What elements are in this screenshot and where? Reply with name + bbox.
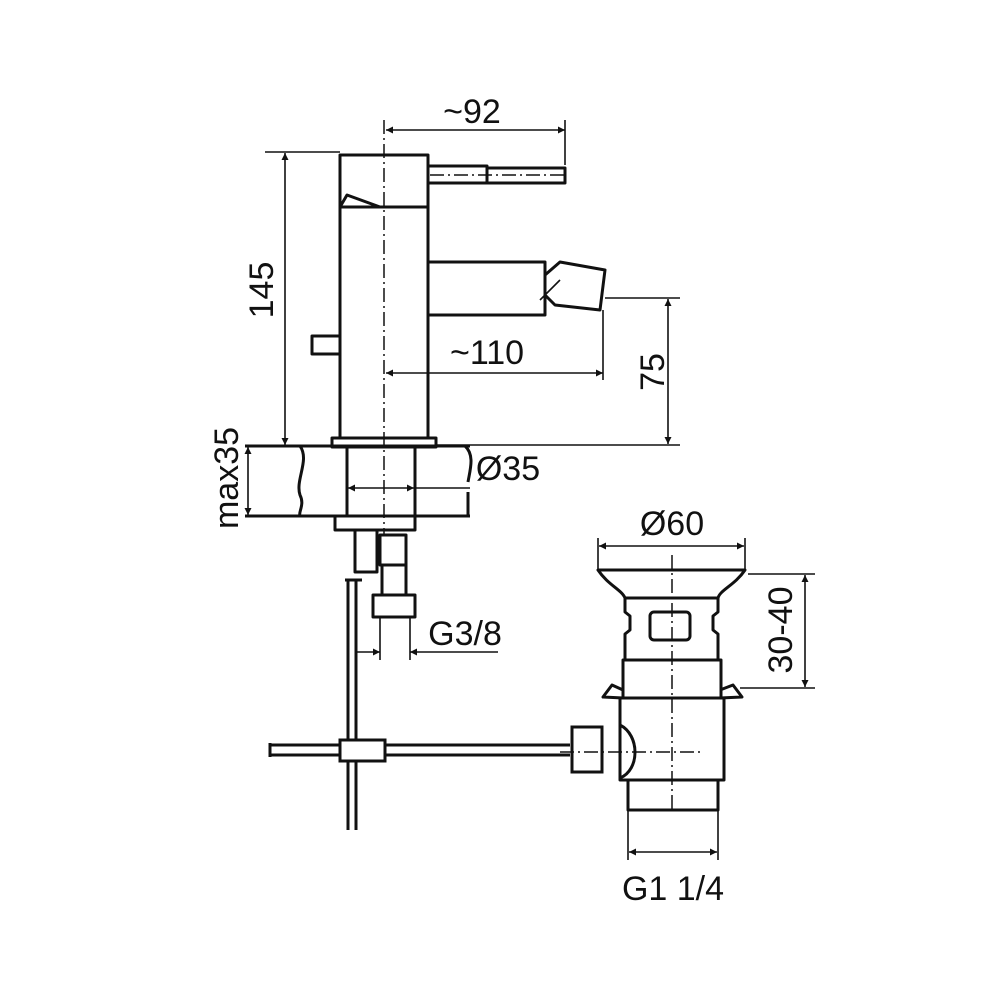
dim-waste-range: 30-40 <box>762 587 800 674</box>
dim-spout-height: 75 <box>634 353 672 391</box>
pop-up-waste <box>560 555 747 812</box>
dim-waste-thread: G1 1/4 <box>622 870 724 908</box>
counter-top-section <box>245 444 473 532</box>
mixer-body <box>310 153 438 449</box>
pop-up-rod <box>268 738 570 763</box>
spout <box>428 260 607 317</box>
dimension-lines <box>244 120 815 860</box>
dim-inlet-thread: G3/8 <box>428 615 502 653</box>
dim-spout-reach: ~110 <box>450 334 524 372</box>
dim-hole-diameter: Ø35 <box>476 450 540 488</box>
dim-max-deck: max35 <box>208 427 246 529</box>
supply-hoses <box>345 528 417 830</box>
dim-waste-diameter: Ø60 <box>640 505 704 543</box>
dim-lever-reach: ~92 <box>443 93 501 131</box>
lever-handle <box>426 164 567 185</box>
dim-height: 145 <box>243 262 281 319</box>
